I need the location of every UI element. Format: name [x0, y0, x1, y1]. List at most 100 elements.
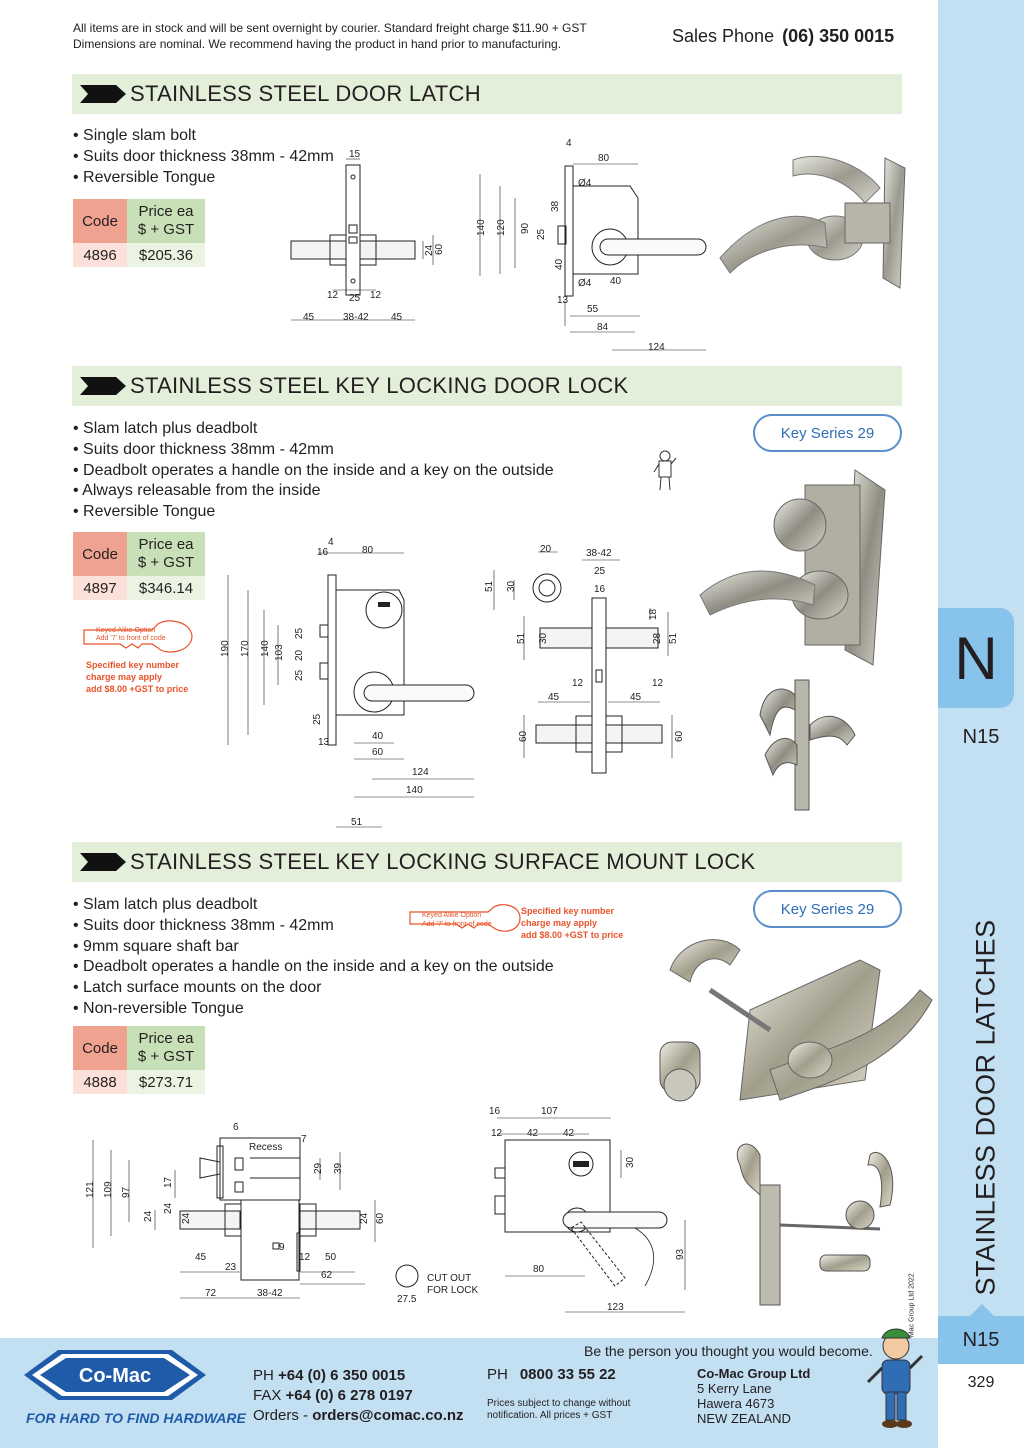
- keyed-alike-note: Keyed Alike Option Add '7' to front of c…: [82, 618, 197, 698]
- price-header: Price ea$ + GST: [127, 532, 205, 576]
- dim-label: 45: [303, 312, 315, 323]
- notice-line-2: Dimensions are nominal. We recommend hav…: [73, 37, 562, 51]
- dim-label: 123: [607, 1302, 624, 1313]
- dim-label: 16: [317, 547, 329, 558]
- surface-mount-lock-photo: [659, 939, 933, 1306]
- dim-label: 30: [538, 632, 549, 644]
- feature-item: Slam latch plus deadbolt: [73, 895, 554, 916]
- dim-label: 30: [506, 580, 517, 592]
- key-series-button[interactable]: Key Series 29: [753, 890, 902, 928]
- fax-number: +64 (0) 6 278 0197: [285, 1387, 413, 1404]
- stock-notice: All items are in stock and will be sent …: [73, 20, 653, 52]
- dim-label: 28: [652, 632, 663, 644]
- dim-label: 12: [572, 678, 584, 689]
- dim-label: 25: [294, 669, 305, 681]
- keyed-alike-line: Add '7' to front of code: [422, 921, 492, 928]
- freephone-number[interactable]: 0800 33 55 22: [519, 1366, 616, 1383]
- key-charge-note: Specified key number charge may apply ad…: [521, 905, 623, 941]
- price-table-key-locking-lock: Code Price ea$ + GST 4897 $346.14: [73, 532, 205, 600]
- feature-list-key-locking-lock: Slam latch plus deadbolt Suits door thic…: [73, 419, 554, 523]
- vertical-title: STAINLESS DOOR LATCHES: [936, 919, 1024, 1295]
- feature-item: Reversible Tongue: [73, 168, 334, 189]
- feature-item: Single slam bolt: [73, 126, 334, 147]
- contact-details: PH +64 (0) 6 350 0015 FAX +64 (0) 6 278 …: [253, 1366, 464, 1426]
- dim-label: 60: [518, 730, 529, 742]
- dim-label: 120: [496, 219, 507, 236]
- code-header: Code: [73, 1026, 127, 1070]
- logo-text: Co-Mac: [79, 1365, 151, 1387]
- feature-item: Deadbolt operates a handle on the inside…: [73, 957, 554, 978]
- key-charge-line: charge may apply: [521, 918, 598, 928]
- section-bar-surface-mount-lock: STAINLESS STEEL KEY LOCKING SURFACE MOUN…: [72, 842, 902, 882]
- feature-item: Suits door thickness 38mm - 42mm: [73, 440, 554, 461]
- product-code: 4896: [73, 243, 127, 267]
- dim-label: 25: [349, 293, 361, 304]
- dim-label: 25: [536, 228, 547, 240]
- phone-number[interactable]: +64 (0) 6 350 0015: [278, 1367, 406, 1384]
- company-name: Co-Mac Group Ltd: [697, 1366, 811, 1381]
- dim-label: 45: [195, 1252, 207, 1263]
- key-outline-icon: [83, 620, 193, 653]
- latch-side-diagram: 4 80 Ø4 38 140 120 90 25 40 Ø4 40 13 55 …: [476, 138, 707, 353]
- price-disclaimer: Prices subject to change without notific…: [487, 1398, 631, 1421]
- dim-label: 190: [220, 640, 231, 657]
- dim-label: 17: [163, 1176, 174, 1188]
- dim-label: 24: [359, 1212, 370, 1224]
- dim-label: 72: [205, 1288, 217, 1299]
- dim-label: 90: [520, 222, 531, 234]
- dim-label: 55: [587, 304, 599, 315]
- dim-label: 23: [225, 1262, 237, 1273]
- dim-label: FOR LOCK: [427, 1285, 478, 1296]
- key-series-button[interactable]: Key Series 29: [753, 414, 902, 452]
- price-header-line: $ + GST: [137, 221, 195, 238]
- price-header-line: Price ea: [138, 203, 194, 220]
- mascot-icon: [653, 450, 677, 491]
- dim-label: 45: [630, 692, 642, 703]
- product-price: $346.14: [127, 576, 205, 600]
- latch-front-diagram: 15 24 60 12 25 12 45 38-42 45: [290, 149, 445, 323]
- dim-label: 40: [372, 731, 384, 742]
- dim-label: 93: [675, 1248, 686, 1260]
- feature-item: Non-reversible Tongue: [73, 999, 554, 1020]
- footer-page-code: N15: [938, 1316, 1024, 1364]
- section-arrow-icon: [80, 853, 126, 871]
- dim-label: 12: [327, 290, 339, 301]
- fax-label: FAX: [253, 1387, 282, 1404]
- product-price: $273.71: [127, 1070, 205, 1094]
- key-outline-icon: [409, 904, 521, 932]
- section-arrow-icon: [80, 377, 126, 395]
- price-table-door-latch: Code Price ea$ + GST 4896 $205.36: [73, 199, 205, 267]
- feature-item: Suits door thickness 38mm - 42mm: [73, 916, 554, 937]
- dim-label: 107: [541, 1106, 558, 1117]
- dim-label: 38-42: [257, 1288, 283, 1299]
- dim-label: 51: [668, 632, 679, 644]
- dim-label: 50: [325, 1252, 337, 1263]
- orders-email-link[interactable]: orders@comac.co.nz: [312, 1407, 464, 1424]
- dim-label: 6: [233, 1122, 239, 1133]
- dim-label: 24: [424, 244, 435, 256]
- dim-label: Ø4: [578, 278, 592, 289]
- section-title: STAINLESS STEEL DOOR LATCH: [130, 81, 481, 106]
- feature-item: Deadbolt operates a handle on the inside…: [73, 461, 554, 482]
- price-header-line: Price ea: [138, 536, 194, 553]
- sales-phone-number: (06) 350 0015: [782, 26, 895, 46]
- dim-label: 30: [625, 1156, 636, 1168]
- dim-label: 51: [351, 817, 363, 828]
- dim-label: 4: [328, 537, 334, 548]
- dim-label: 121: [85, 1181, 96, 1198]
- dim-label: 12: [299, 1252, 311, 1263]
- dim-label: 97: [121, 1186, 132, 1198]
- dim-label: 109: [103, 1181, 114, 1198]
- dim-label: 80: [362, 545, 374, 556]
- dim-label: 24: [163, 1202, 174, 1214]
- feature-item: Suits door thickness 38mm - 42mm: [73, 147, 334, 168]
- price-header-line: $ + GST: [137, 1048, 195, 1065]
- dim-label: 62: [321, 1270, 333, 1281]
- surface-lock-front-diagram: 16 107 12 42 42 30 80 93 123: [489, 1106, 686, 1313]
- section-tab-letter: N: [938, 608, 1014, 708]
- feature-item: Always releasable from the inside: [73, 481, 554, 502]
- dim-label: 140: [476, 219, 487, 236]
- dim-label: 25: [594, 566, 606, 577]
- dim-label: 29: [313, 1162, 324, 1174]
- dim-label: 80: [533, 1264, 545, 1275]
